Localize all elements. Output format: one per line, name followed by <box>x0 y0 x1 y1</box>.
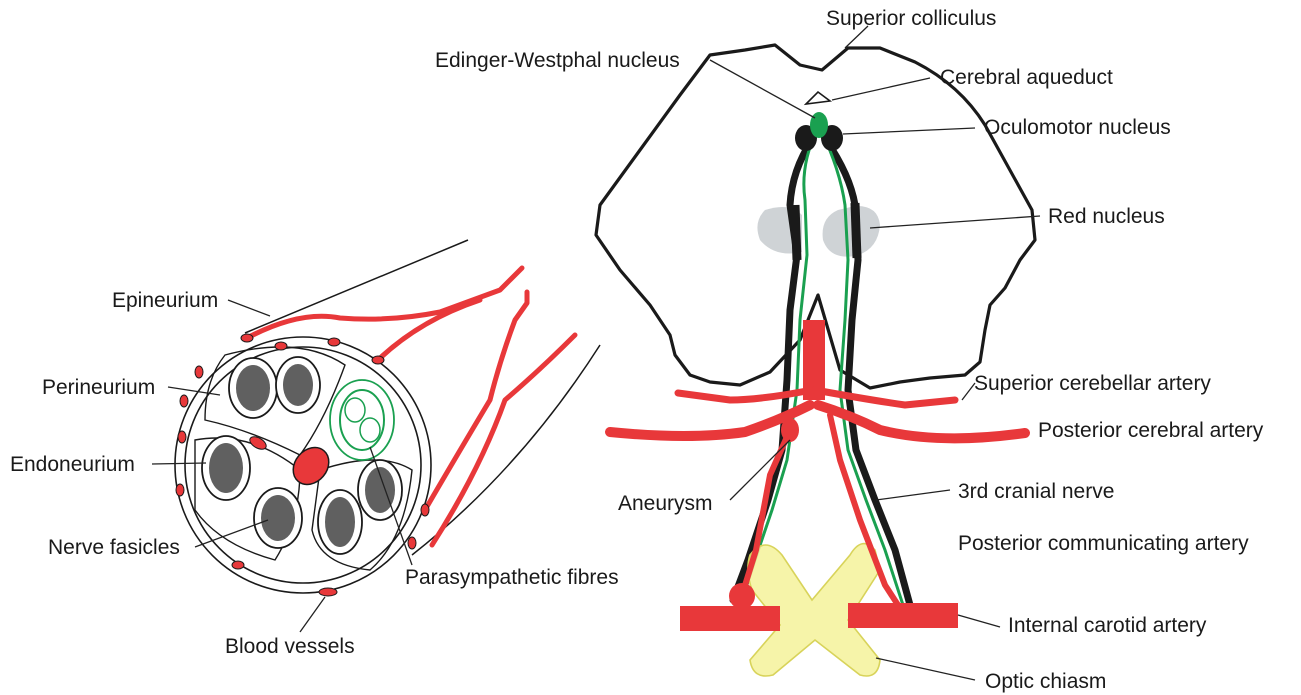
oculomotor-nucleus-leader <box>843 128 975 134</box>
endoneurium-label: Endoneurium <box>10 453 135 476</box>
oculomotor-nucleus-label: Oculomotor nucleus <box>984 116 1171 139</box>
blood-vessel <box>178 431 186 443</box>
superior-colliculus-label: Superior colliculus <box>826 7 996 30</box>
red-nucleus-label: Red nucleus <box>1048 205 1165 228</box>
nerve-artery-branch <box>378 300 480 360</box>
fascicle <box>276 357 320 413</box>
blood-vessel <box>421 504 429 516</box>
blood-vessel <box>328 338 340 346</box>
parasympathetic-fibres-label: Parasympathetic fibres <box>405 566 619 589</box>
superior-cerebellar-artery-right <box>815 390 955 405</box>
fascicle <box>254 488 302 548</box>
internal-carotid-artery-label: Internal carotid artery <box>1008 614 1207 637</box>
blood-vessels-label: Blood vessels <box>225 635 355 658</box>
cerebral-aqueduct-label: Cerebral aqueduct <box>940 66 1113 89</box>
blood-vessel <box>319 588 337 596</box>
edinger-westphal-nucleus <box>810 112 828 138</box>
nerve-cross-section: Epineurium Perineurium Endoneurium Nerve… <box>10 240 619 658</box>
blood-vessel <box>180 395 188 407</box>
nerve-sheath-bottom-line <box>412 345 600 555</box>
parasympathetic-fascicle <box>330 380 394 460</box>
internal-carotid-artery-right <box>848 603 958 628</box>
blood-vessel <box>372 356 384 364</box>
nerve-mark-right <box>855 203 857 258</box>
blood-vessel <box>232 561 244 569</box>
optic-chiasm-leader <box>876 658 975 680</box>
blood-vessels-leader <box>300 597 325 632</box>
blood-vessel <box>241 334 253 342</box>
edinger-westphal-label: Edinger-Westphal nucleus <box>435 49 680 72</box>
blood-vessel <box>275 342 287 350</box>
aneurysm-leader <box>730 440 790 500</box>
internal-carotid-artery-left <box>680 606 780 631</box>
blood-vessel <box>195 366 203 378</box>
nerve-fasicles-label: Nerve fasicles <box>48 536 180 559</box>
nerve-artery-lower-branch <box>432 335 575 545</box>
arteries <box>610 320 1025 631</box>
aneurysm-label: Aneurysm <box>618 492 713 515</box>
posterior-communicating-artery-label: Posterior communicating artery <box>958 532 1249 555</box>
internal-carotid-leader <box>958 615 1000 627</box>
red-nucleus-leader <box>870 216 1040 228</box>
nerve-artery-upper <box>247 268 522 338</box>
aneurysm-bulge <box>781 418 799 442</box>
superior-cerebellar-artery-left <box>678 390 812 400</box>
cerebral-aqueduct <box>806 92 830 104</box>
posterior-cerebral-artery-label: Posterior cerebral artery <box>1038 419 1264 442</box>
aneurysm <box>729 583 755 609</box>
fascicle <box>202 436 250 500</box>
fascicle <box>318 490 362 554</box>
fascicle <box>358 460 402 520</box>
edinger-westphal-leader <box>710 60 815 118</box>
superior-cerebellar-artery-label: Superior cerebellar artery <box>974 372 1211 395</box>
nerve-mark-left <box>795 205 797 260</box>
blood-vessel <box>176 484 184 496</box>
third-cranial-nerve-leader <box>876 490 950 500</box>
fascicle <box>229 358 277 418</box>
nerve-artery-lower <box>425 292 527 510</box>
cerebral-aqueduct-leader <box>832 78 930 100</box>
epineurium-leader <box>228 300 270 316</box>
blood-vessel <box>408 537 416 549</box>
optic-chiasm-label: Optic chiasm <box>985 670 1106 693</box>
third-cranial-nerve-label: 3rd cranial nerve <box>958 480 1114 503</box>
epineurium-label: Epineurium <box>112 289 218 312</box>
perineurium-label: Perineurium <box>42 376 155 399</box>
